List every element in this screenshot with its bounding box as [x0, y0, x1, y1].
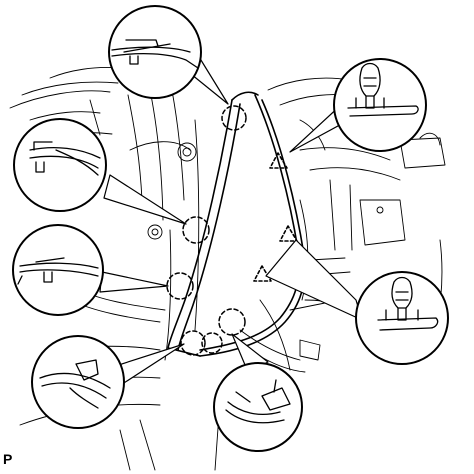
clip-marker-top	[221, 105, 247, 131]
clip-detail-icon	[225, 379, 291, 424]
callout-lower-left	[31, 335, 125, 429]
retainer-location-markers	[253, 152, 298, 282]
clip-location-markers	[166, 105, 247, 356]
clip-detail-icon	[29, 141, 101, 176]
callout-lower-right	[355, 271, 449, 365]
callout-top	[108, 5, 202, 99]
clip-marker-lower-right	[218, 308, 246, 336]
clip-marker-lower-left	[180, 330, 206, 356]
clip-marker-middle	[166, 272, 194, 300]
clip-marker-upper	[182, 216, 210, 244]
retainer-detail-icon	[377, 276, 439, 331]
callout-circles	[12, 5, 449, 452]
callout-upper-right	[333, 58, 427, 152]
figure-corner-label: P	[3, 451, 13, 467]
retainer-marker-1	[269, 152, 288, 169]
retainer-detail-icon	[347, 62, 419, 117]
retainer-marker-3	[253, 265, 272, 282]
retainer-marker-2	[279, 225, 298, 242]
clip-marker-lower-mid	[201, 332, 223, 354]
clip-detail-icon	[39, 359, 111, 409]
pillar-garnish	[167, 91, 306, 357]
clip-detail-icon	[17, 257, 99, 285]
callout-bottom-center	[213, 362, 303, 452]
clip-detail-icon	[111, 39, 199, 69]
